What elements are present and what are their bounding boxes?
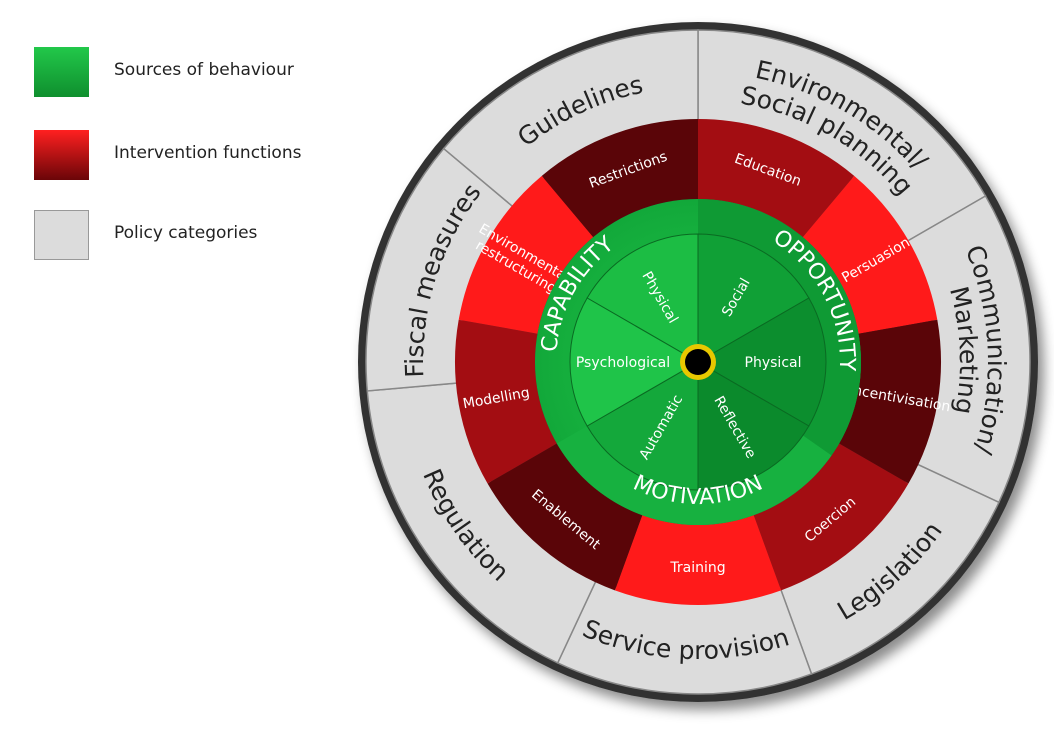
intervention-segment-modelling — [454, 319, 557, 484]
source-component-reflective-3 — [697, 361, 810, 491]
intervention-segment-restrictions — [541, 119, 698, 238]
source-component-automatic-4 — [586, 361, 699, 491]
source-component-physical-2 — [697, 297, 827, 427]
intervention-segment-persuasion — [802, 175, 938, 334]
intervention-segment-training — [614, 515, 782, 606]
legend-swatch-sources — [34, 47, 89, 97]
source-component-psychological-5 — [569, 297, 699, 427]
intervention-ring: EducationPersuasionIncentivisationCoerci… — [454, 119, 952, 606]
source-component-social-1 — [697, 233, 810, 363]
intervention-segment-incentivisation — [839, 319, 941, 484]
legend-item-policy: Policy categories — [34, 210, 364, 262]
legend-label-interventions: Intervention functions — [114, 143, 302, 163]
intervention-segment-education — [698, 119, 855, 238]
source-component-label: Psychological — [576, 355, 670, 371]
legend-item-interventions: Intervention functions — [34, 130, 364, 182]
intervention-segment-enablement — [487, 443, 643, 591]
source-component-physical-0 — [586, 233, 699, 363]
legend-item-sources: Sources of behaviour — [34, 47, 364, 99]
legend-label-policy: Policy categories — [114, 223, 258, 243]
wheel-hub — [680, 344, 716, 380]
intervention-segment-environmental-restructuring — [458, 175, 594, 334]
legend-label-sources: Sources of behaviour — [114, 60, 294, 80]
hub-center — [685, 349, 711, 375]
intervention-segment-coercion — [753, 443, 909, 591]
intervention-label-group: Training — [669, 560, 725, 576]
source-component-label: Physical — [745, 355, 802, 371]
legend-swatch-interventions — [34, 130, 89, 180]
legend: Sources of behaviour Intervention functi… — [34, 47, 364, 267]
legend-swatch-policy — [34, 210, 89, 260]
intervention-label: Training — [669, 560, 725, 576]
